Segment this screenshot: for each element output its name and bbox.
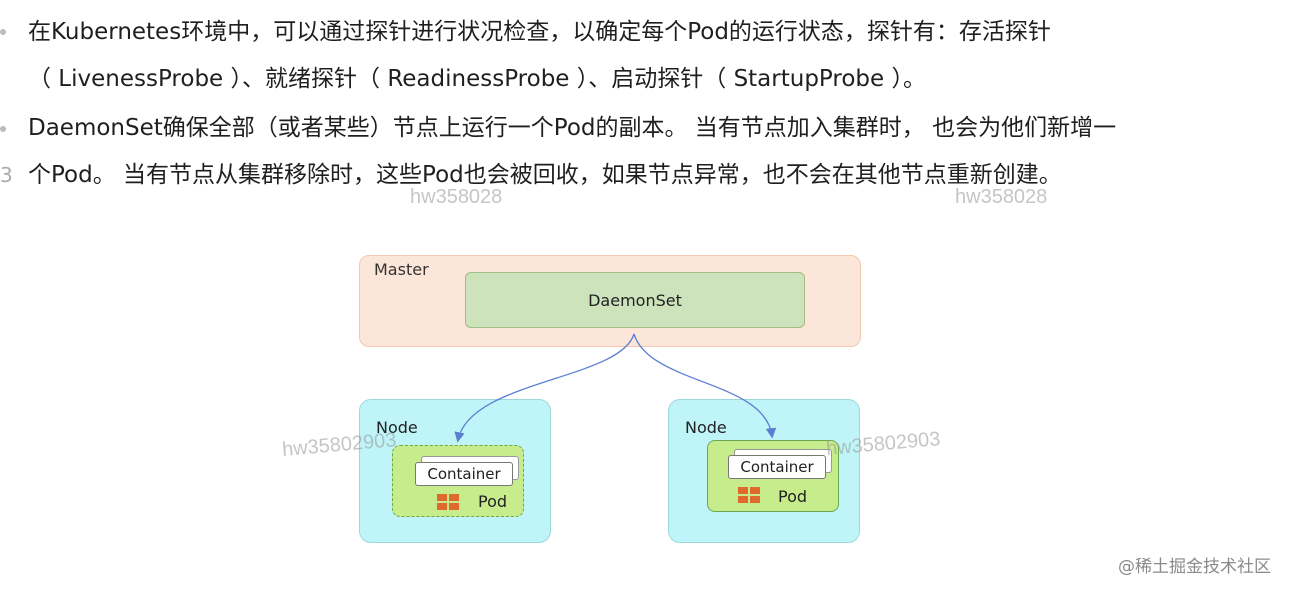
- paragraph-2-line-2: 个Pod。 当有节点从集群移除时，这些Pod也会被回收，如果节点异常，也不会在其…: [28, 162, 1062, 188]
- pod-icon: [738, 487, 760, 503]
- pod-box-right: Container Pod: [707, 440, 839, 512]
- paragraph-2-line-1: DaemonSet确保全部（或者某些）节点上运行一个Pod的副本。 当有节点加入…: [28, 115, 1117, 141]
- bullet-1: [0, 29, 6, 35]
- source-credit: @稀土掘金技术社区: [1118, 557, 1271, 577]
- node-box-left: Node Container Pod: [359, 399, 551, 543]
- daemonset-box: DaemonSet: [465, 272, 805, 328]
- master-label: Master: [374, 260, 429, 279]
- pod-label-right: Pod: [778, 487, 808, 506]
- node-label-left: Node: [376, 418, 418, 437]
- container-box-left: Container: [415, 462, 513, 486]
- pod-label-left: Pod: [478, 492, 508, 511]
- edge-number: 3: [0, 163, 13, 187]
- bullet-2: [0, 126, 6, 132]
- watermark: hw358028: [410, 186, 503, 208]
- watermark: hw358028: [955, 186, 1048, 208]
- node-label-right: Node: [685, 418, 727, 437]
- master-box: Master DaemonSet: [359, 255, 861, 347]
- pod-icon: [437, 494, 459, 510]
- paragraph-1-line-1: 在Kubernetes环境中，可以通过探针进行状况检查，以确定每个Pod的运行状…: [28, 19, 1051, 45]
- node-box-right: Node Container Pod: [668, 399, 860, 543]
- arrow-to-left-node: [454, 333, 635, 443]
- pod-box-left: Container Pod: [392, 445, 524, 517]
- arrow-to-right-node: [633, 333, 777, 439]
- container-box-right: Container: [728, 455, 826, 479]
- daemonset-label: DaemonSet: [588, 290, 682, 310]
- paragraph-1-line-2: （ LivenessProbe ）、就绪探针（ ReadinessProbe ）…: [28, 66, 926, 92]
